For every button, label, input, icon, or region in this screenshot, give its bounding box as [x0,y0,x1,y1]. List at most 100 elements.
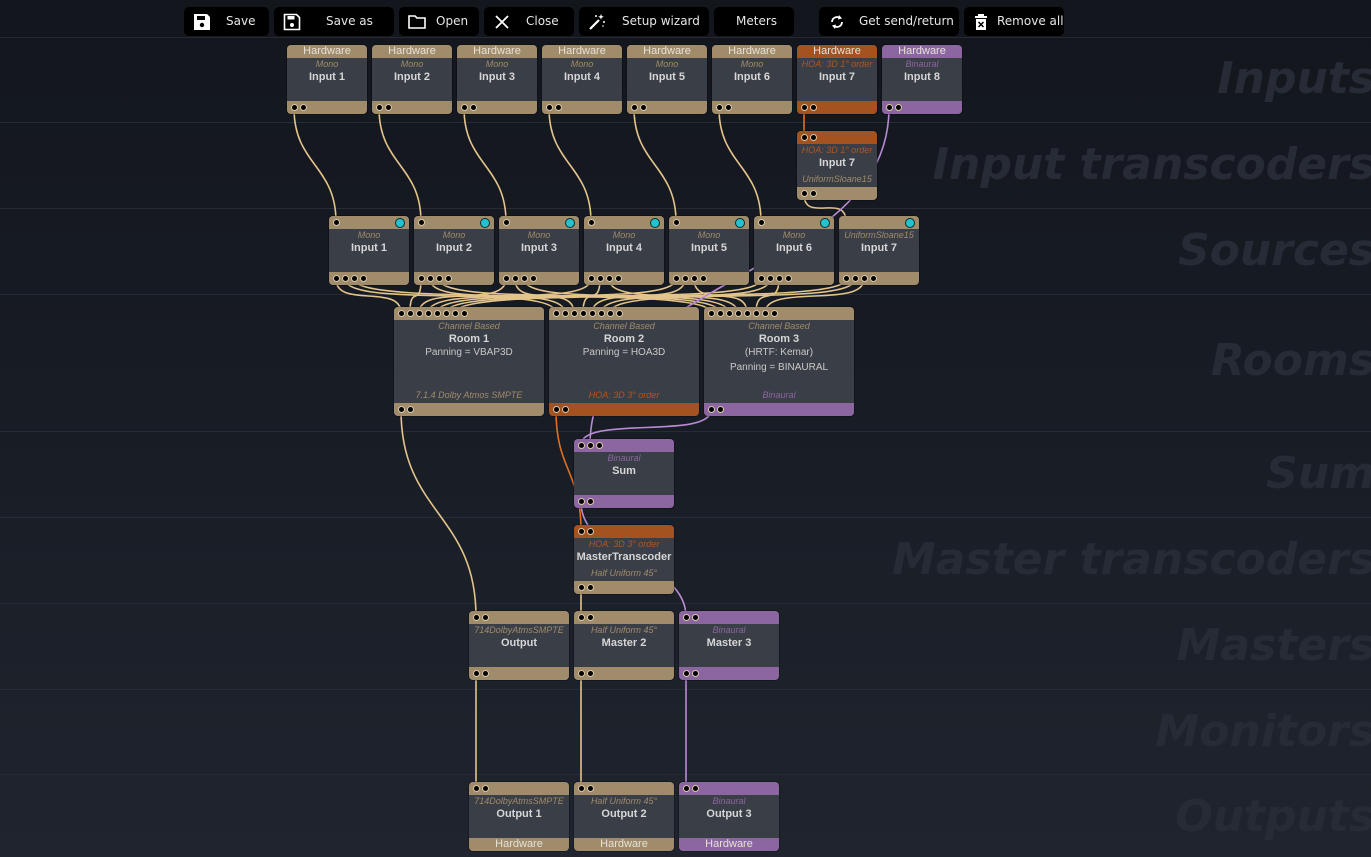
connection-port[interactable] [587,670,594,677]
active-indicator-led[interactable] [650,218,660,228]
connection-port[interactable] [726,310,733,317]
connection-port[interactable] [762,310,769,317]
save-as-button[interactable]: Save as [274,7,394,36]
connection-port[interactable] [753,310,760,317]
connection-port[interactable] [717,310,724,317]
connection-port[interactable] [597,275,604,282]
connection-port[interactable] [578,614,585,621]
active-indicator-led[interactable] [820,218,830,228]
connection-port[interactable] [776,275,783,282]
connection-port[interactable] [445,275,452,282]
master-node[interactable]: Half Uniform 45°Master 2 [574,611,674,680]
connection-port[interactable] [843,275,850,282]
connection-port[interactable] [418,275,425,282]
connection-port[interactable] [470,104,477,111]
connection-port[interactable] [473,785,480,792]
open-button[interactable]: Open [399,7,479,36]
connection-port[interactable] [425,310,432,317]
connection-port[interactable] [416,310,423,317]
connection-port[interactable] [801,104,808,111]
connection-port[interactable] [616,310,623,317]
connection-port[interactable] [683,785,690,792]
connection-port[interactable] [587,442,594,449]
connection-port[interactable] [758,219,765,226]
connection-port[interactable] [452,310,459,317]
connection-port[interactable] [801,134,808,141]
connection-port[interactable] [443,310,450,317]
connection-port[interactable] [735,310,742,317]
connection-port[interactable] [588,219,595,226]
connection-port[interactable] [342,275,349,282]
remove-all-button[interactable]: Remove all [964,7,1064,36]
connection-port[interactable] [360,275,367,282]
connection-port[interactable] [482,785,489,792]
connection-port[interactable] [580,310,587,317]
setup-wizard-button[interactable]: Setup wizard [579,7,709,36]
connection-port[interactable] [291,104,298,111]
connection-port[interactable] [771,310,778,317]
connection-port[interactable] [546,104,553,111]
connection-port[interactable] [587,584,594,591]
connection-port[interactable] [473,614,480,621]
connection-port[interactable] [631,104,638,111]
connection-port[interactable] [385,104,392,111]
connection-port[interactable] [606,275,613,282]
close-button[interactable]: Close [484,7,574,36]
connection-port[interactable] [640,104,647,111]
connection-port[interactable] [578,584,585,591]
connection-port[interactable] [578,528,585,535]
connection-port[interactable] [785,275,792,282]
connection-port[interactable] [852,275,859,282]
connection-port[interactable] [708,406,715,413]
connection-port[interactable] [427,275,434,282]
connection-port[interactable] [700,275,707,282]
connection-port[interactable] [578,442,585,449]
connection-port[interactable] [615,275,622,282]
connection-port[interactable] [886,104,893,111]
connection-port[interactable] [691,275,698,282]
connection-port[interactable] [461,104,468,111]
connection-port[interactable] [607,310,614,317]
active-indicator-led[interactable] [735,218,745,228]
active-indicator-led[interactable] [565,218,575,228]
connection-port[interactable] [351,275,358,282]
connection-port[interactable] [407,406,414,413]
connection-port[interactable] [692,785,699,792]
connection-port[interactable] [725,104,732,111]
connection-port[interactable] [767,275,774,282]
connection-port[interactable] [578,785,585,792]
connection-port[interactable] [692,670,699,677]
connection-port[interactable] [333,219,340,226]
active-indicator-led[interactable] [395,218,405,228]
connection-port[interactable] [553,310,560,317]
connection-port[interactable] [861,275,868,282]
connection-port[interactable] [530,275,537,282]
connection-port[interactable] [407,310,414,317]
connection-port[interactable] [587,785,594,792]
connection-port[interactable] [482,670,489,677]
connection-port[interactable] [810,134,817,141]
save-button[interactable]: Save [184,7,269,36]
connection-port[interactable] [571,310,578,317]
connection-port[interactable] [716,104,723,111]
connection-port[interactable] [553,406,560,413]
active-indicator-led[interactable] [480,218,490,228]
